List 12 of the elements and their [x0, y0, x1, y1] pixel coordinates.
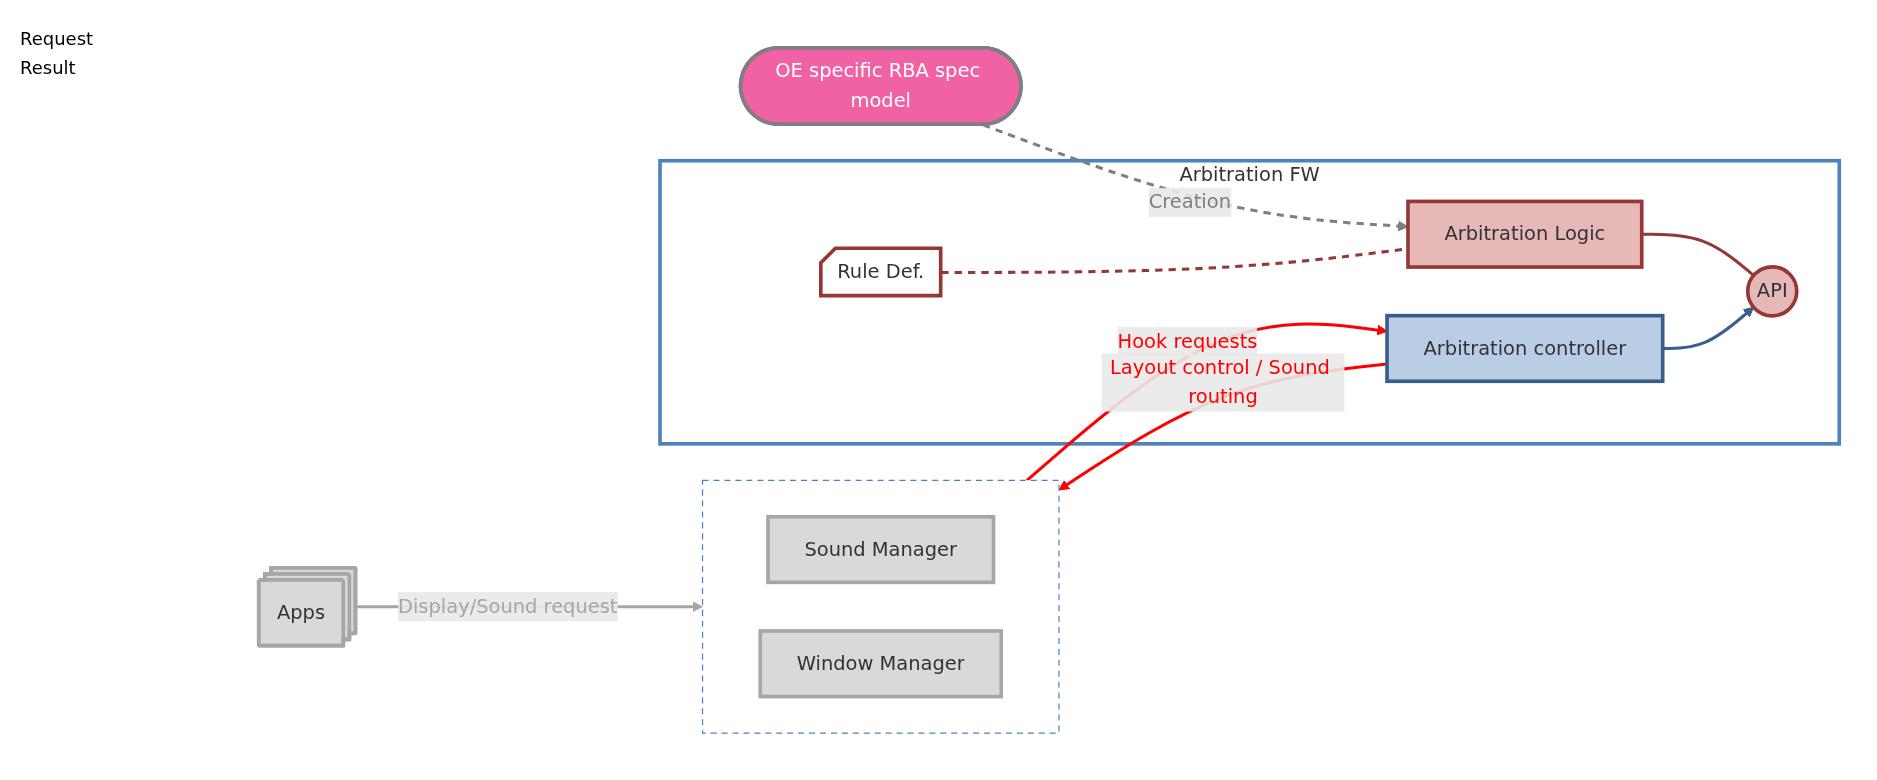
edge-label: Display/Sound request: [397, 594, 617, 618]
node-circle: API: [1745, 264, 1799, 318]
node-box: Sound Manager: [765, 514, 995, 584]
cluster: [701, 479, 1060, 734]
arrow-label: Result: [20, 57, 77, 78]
node-box: Window Manager: [757, 628, 1003, 699]
arrow-label: Request: [20, 28, 95, 49]
edge-label: Layout control / Sound routing: [1109, 355, 1330, 408]
edge-label: Creation: [1148, 189, 1231, 213]
edge-label: Hook requests: [1117, 328, 1257, 353]
node-box: Arbitration controller: [1384, 313, 1664, 383]
node-box: Arbitration Logic: [1405, 199, 1644, 269]
